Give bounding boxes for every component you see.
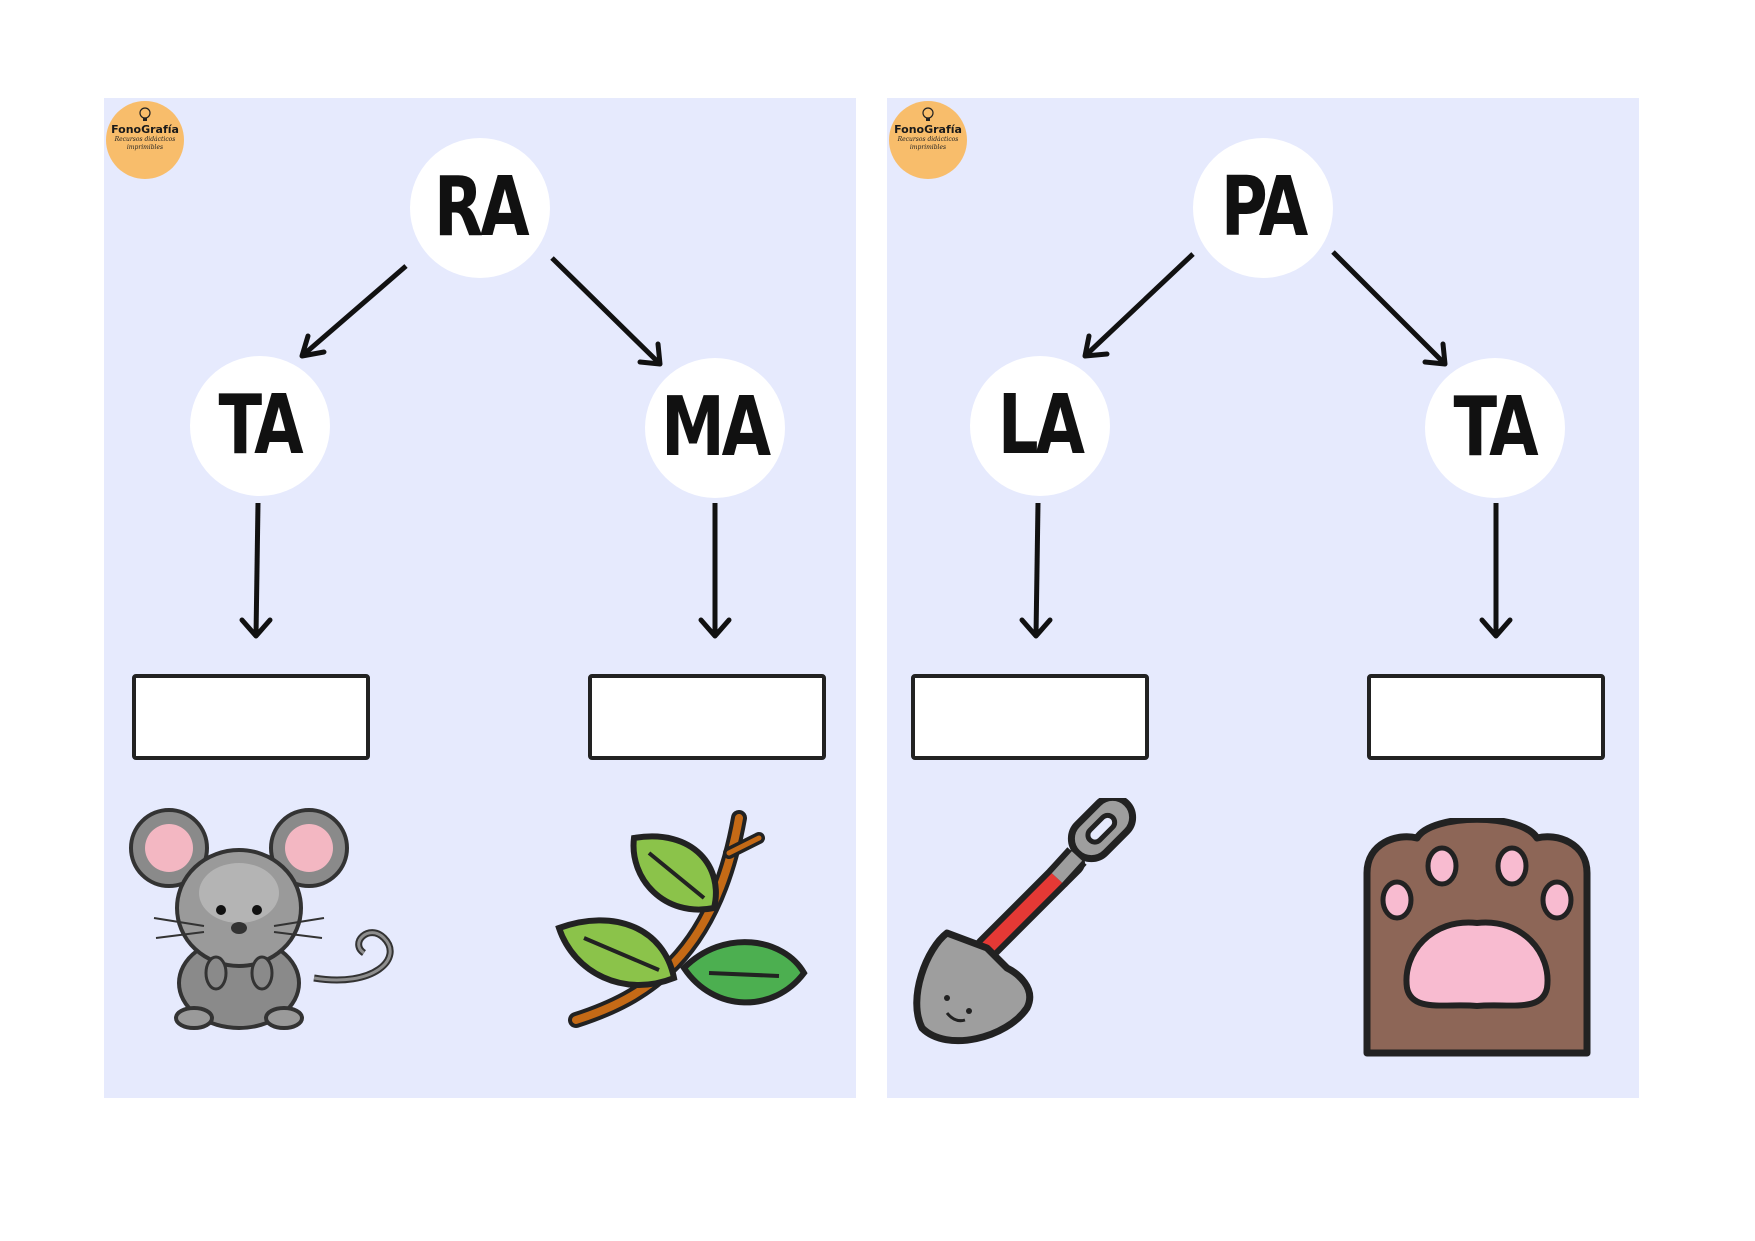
answer-box-right[interactable]	[1367, 674, 1605, 760]
brand-tagline: Recursos didácticos	[897, 136, 959, 143]
answer-box-left[interactable]	[132, 674, 370, 760]
brand-tagline-2: imprimibles	[126, 144, 164, 151]
syllable-top: PA	[1193, 138, 1333, 278]
worksheet-card-1: FonoGrafía Recursos didácticos imprimibl…	[104, 98, 856, 1098]
brand-tagline-2: imprimibles	[909, 144, 947, 151]
arrow-to-left	[1083, 252, 1195, 358]
arrow-to-left	[300, 264, 408, 358]
lightbulb-icon	[139, 107, 151, 121]
brand-logo: FonoGrafía Recursos didácticos imprimibl…	[106, 101, 184, 179]
branch-icon	[555, 810, 808, 1028]
arrows	[239, 256, 732, 639]
brand-name: FonoGrafía	[111, 123, 179, 136]
syllable-right: MA	[645, 358, 785, 498]
mouse-icon	[129, 808, 394, 1030]
syllable-right: TA	[1425, 358, 1565, 498]
arrows	[1019, 250, 1513, 639]
arrow-to-right	[550, 256, 662, 366]
worksheet-card-2: FonoGrafía Recursos didácticos imprimibl…	[887, 98, 1639, 1098]
syllable-left: LA	[970, 356, 1110, 496]
arrow-to-right	[1331, 250, 1447, 366]
lightbulb-icon	[922, 107, 934, 121]
shovel-icon	[913, 798, 1137, 1045]
arrow-down-left	[253, 502, 261, 637]
syllable-left: TA	[190, 356, 330, 496]
answer-box-right[interactable]	[588, 674, 826, 760]
arrow-down-left	[1033, 502, 1041, 637]
brand-name: FonoGrafía	[894, 123, 962, 136]
syllable-top: RA	[410, 138, 550, 278]
paw-icon	[1363, 818, 1591, 1057]
brand-logo: FonoGrafía Recursos didácticos imprimibl…	[889, 101, 967, 179]
answer-box-left[interactable]	[911, 674, 1149, 760]
brand-tagline: Recursos didácticos	[114, 136, 176, 143]
